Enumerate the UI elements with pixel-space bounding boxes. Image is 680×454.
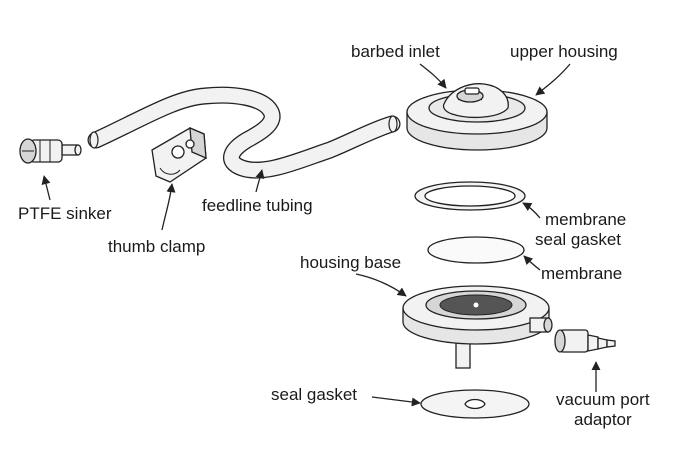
seal-gasket-disc xyxy=(420,389,530,419)
label-membrane-seal-gasket-line2: seal gasket xyxy=(535,230,621,249)
arrow-membrane xyxy=(523,255,541,271)
label-membrane: membrane xyxy=(541,264,623,283)
arrow-feedline-tubing xyxy=(255,169,265,193)
arrow-ptfe-sinker xyxy=(41,175,51,201)
label-vacuum-port-adaptor-line2: adaptor xyxy=(574,410,632,429)
leader-arrows xyxy=(41,63,601,407)
thumb-clamp xyxy=(151,126,207,183)
arrow-barbed-inlet xyxy=(419,63,447,89)
label-upper-housing: upper housing xyxy=(510,42,618,61)
label-barbed-inlet: barbed inlet xyxy=(351,42,440,61)
feedline-tubing xyxy=(87,86,401,179)
arrow-seal-gasket xyxy=(371,396,421,407)
arrow-upper-housing xyxy=(535,63,571,96)
label-membrane-seal-gasket-line1: membrane xyxy=(545,210,627,229)
arrow-membrane-seal-gasket xyxy=(522,202,541,219)
ptfe-sinker xyxy=(19,138,82,164)
membrane-seal-gasket xyxy=(414,181,526,211)
label-seal-gasket: seal gasket xyxy=(271,385,357,404)
upper-housing xyxy=(406,83,548,151)
label-housing-base: housing base xyxy=(300,253,402,272)
arrow-housing-base xyxy=(355,273,407,297)
label-feedline-tubing: feedline tubing xyxy=(202,196,313,215)
vacuum-port-adaptor xyxy=(554,329,616,353)
label-vacuum-port-adaptor-line1: vacuum port xyxy=(556,390,650,409)
housing-base xyxy=(402,285,553,369)
label-thumb-clamp: thumb clamp xyxy=(108,237,206,256)
label-ptfe-sinker: PTFE sinker xyxy=(18,204,112,223)
membrane-disc xyxy=(427,236,525,264)
arrow-thumb-clamp xyxy=(161,183,176,231)
